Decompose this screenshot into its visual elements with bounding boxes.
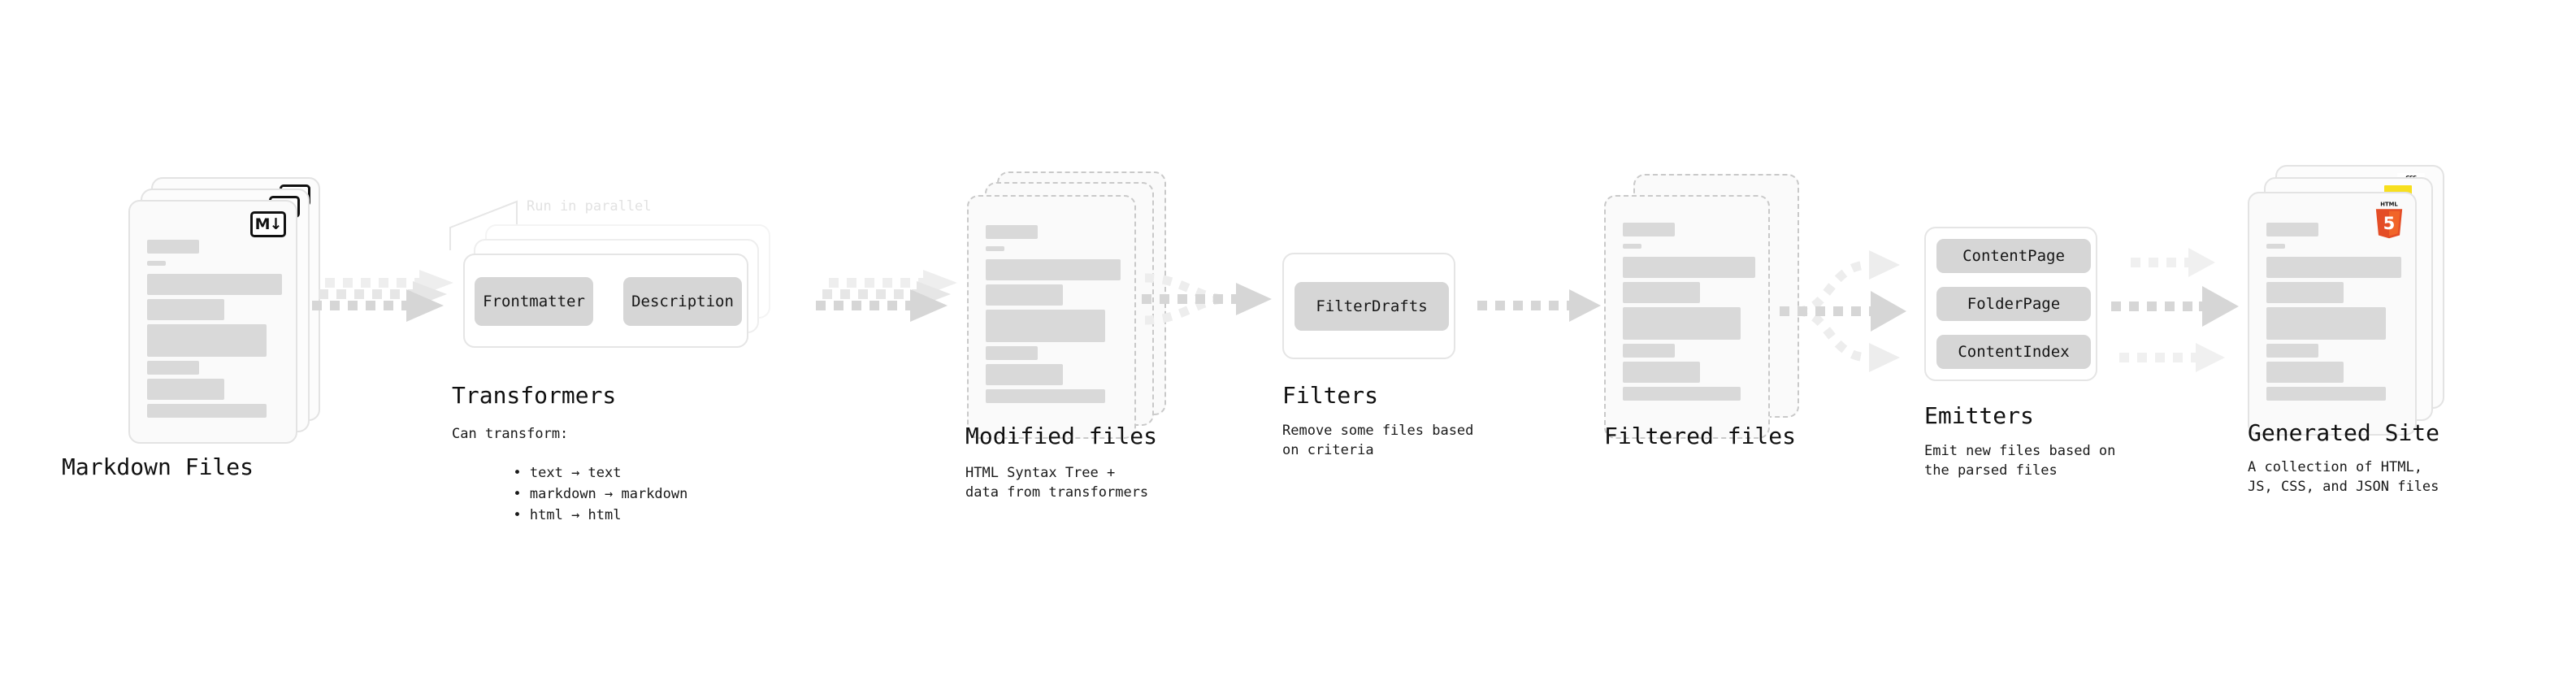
transformer-chip-description[interactable]: Description (623, 277, 742, 326)
run-in-parallel-bracket (449, 200, 518, 250)
filtered-file-card-front (1604, 195, 1770, 439)
content-bar (2266, 244, 2285, 249)
bullet-text: text → text (529, 465, 622, 481)
content-bar (2266, 307, 2386, 340)
content-bar (2266, 282, 2344, 303)
arrow-modified-to-filters (1142, 273, 1272, 325)
markdown-icon: M↓ (250, 211, 286, 237)
emitters-title: Emitters (1924, 402, 2034, 429)
content-bar (1623, 223, 1675, 236)
markdown-file-card-front: M↓ (128, 200, 297, 444)
markdown-files-title: Markdown Files (62, 453, 254, 480)
bullet-text: html → html (529, 507, 622, 523)
content-bar (2266, 257, 2401, 278)
content-bar (1623, 362, 1700, 383)
arrow-filtered-to-emitters (1780, 250, 1906, 372)
content-bar (986, 310, 1105, 342)
content-bar (986, 364, 1063, 385)
content-bar (147, 324, 267, 357)
content-bar (1623, 387, 1741, 401)
content-bar (2266, 223, 2318, 236)
transformer-box-front: Frontmatter Description (463, 254, 748, 348)
content-bar (1623, 257, 1755, 278)
site-file-card-html: HTML 5 (2248, 192, 2417, 436)
emitter-chip-contentpage[interactable]: ContentPage (1936, 239, 2091, 273)
content-bar (986, 225, 1038, 239)
bullet-marker: • (513, 486, 530, 502)
markdown-letter: M (254, 215, 271, 233)
content-bar (147, 261, 166, 266)
filters-description: Remove some files based on criteria (1282, 423, 1474, 458)
content-bar (986, 284, 1063, 306)
transformers-bullet-2: • html → html (463, 486, 622, 544)
modified-files-title: Modified files (965, 423, 1158, 449)
arrow-transformers-to-modified (816, 270, 957, 322)
emitters-description: Emit new files based on the parsed files (1924, 443, 2116, 479)
transformer-chip-frontmatter[interactable]: Frontmatter (475, 277, 593, 326)
filter-chip-filterdrafts[interactable]: FilterDrafts (1295, 282, 1449, 331)
content-bar (2266, 344, 2318, 358)
html5-digit: 5 (2383, 213, 2396, 233)
content-bar (1623, 282, 1700, 303)
emitters-box: ContentPage FolderPage ContentIndex (1924, 227, 2097, 381)
content-bar (1623, 244, 1641, 249)
bullet-text: markdown → markdown (529, 486, 688, 502)
content-bar (986, 259, 1121, 280)
html5-wordmark: HTML (2380, 201, 2398, 207)
bullet-marker: • (513, 465, 530, 481)
filters-title: Filters (1282, 382, 1379, 409)
emitter-chip-contentindex[interactable]: ContentIndex (1936, 335, 2091, 369)
content-bar (147, 404, 267, 418)
transformers-description: Can transform: (452, 426, 569, 442)
filtered-files-title: Filtered files (1604, 423, 1797, 449)
content-bar (1623, 344, 1675, 358)
content-bar (2266, 362, 2344, 383)
content-bar (2266, 387, 2386, 401)
run-in-parallel-label: Run in parallel (527, 198, 652, 215)
content-bar (1623, 307, 1741, 340)
emitter-chip-folderpage[interactable]: FolderPage (1936, 287, 2091, 321)
content-bar (986, 389, 1105, 403)
html5-icon: HTML 5 (2375, 201, 2403, 239)
filters-box: FilterDrafts (1282, 253, 1455, 359)
generated-site-description: A collection of HTML, JS, CSS, and JSON … (2248, 459, 2439, 495)
arrow-emitters-to-site (2111, 248, 2239, 372)
arrow-filters-to-filtered (1477, 289, 1601, 322)
content-bar (147, 361, 199, 375)
transformers-title: Transformers (452, 382, 617, 409)
content-bar (986, 346, 1038, 360)
bullet-marker: • (513, 507, 530, 523)
content-bar (147, 379, 224, 400)
modified-files-description: HTML Syntax Tree + data from transformer… (965, 465, 1149, 501)
modified-file-card-front (967, 195, 1136, 439)
content-bar (147, 240, 199, 254)
transformers-bullet-0: • text → text (463, 444, 622, 502)
content-bar (986, 246, 1004, 251)
transformers-bullet-1: • markdown → markdown (463, 465, 687, 523)
content-bar (147, 274, 282, 295)
content-bar (147, 299, 224, 320)
arrow-markdown-to-transformers (312, 270, 453, 322)
markdown-arrow: ↓ (269, 215, 283, 233)
generated-site-title: Generated Site (2248, 419, 2440, 446)
